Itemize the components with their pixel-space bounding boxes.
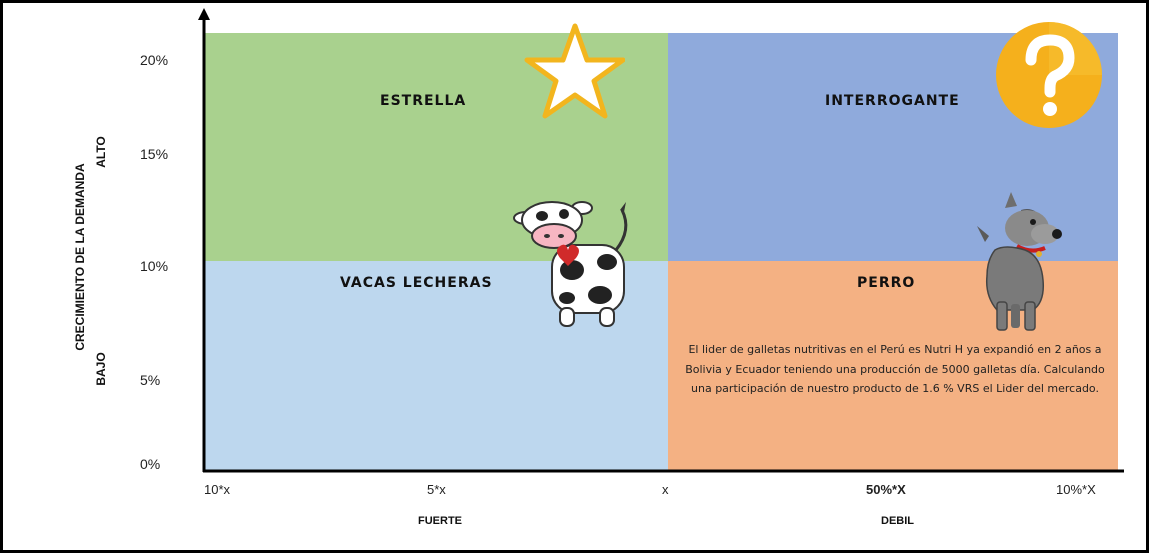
x-level-left: FUERTE	[418, 515, 462, 527]
star-icon	[524, 23, 625, 119]
y-tick-0: 0%	[140, 456, 161, 472]
quadrant-label-interrogante: INTERROGANTE	[825, 93, 960, 109]
x-tick-50x: 50%*X	[866, 482, 906, 497]
x-tick-10pctx: 10%*X	[1056, 482, 1096, 497]
y-tick-5: 5%	[140, 372, 161, 388]
x-level-right: DEBIL	[881, 515, 914, 527]
x-tick-x: x	[662, 482, 669, 497]
x-tick-5x: 5*x	[427, 482, 446, 497]
y-tick-15: 15%	[140, 146, 169, 162]
y-level-low: BAJO	[94, 352, 108, 386]
y-axis-title: CRECIMIENTO DE LA DEMANDA	[73, 163, 87, 351]
quadrant-label-perro: PERRO	[857, 275, 916, 291]
y-tick-10: 10%	[140, 258, 169, 274]
quadrant-label-vacas-lecheras: VACAS LECHERAS	[340, 275, 493, 291]
cow-icon	[513, 201, 628, 327]
x-tick-10x: 10*x	[204, 482, 231, 497]
dog-icon	[977, 192, 1062, 331]
quadrant-label-estrella: ESTRELLA	[380, 93, 467, 109]
question-icon	[996, 22, 1102, 128]
y-axis-arrowhead	[198, 8, 210, 20]
y-level-high: ALTO	[94, 136, 108, 168]
y-tick-20: 20%	[140, 52, 169, 68]
perro-note: El lider de galletas nutritivas en el Pe…	[685, 343, 1105, 395]
